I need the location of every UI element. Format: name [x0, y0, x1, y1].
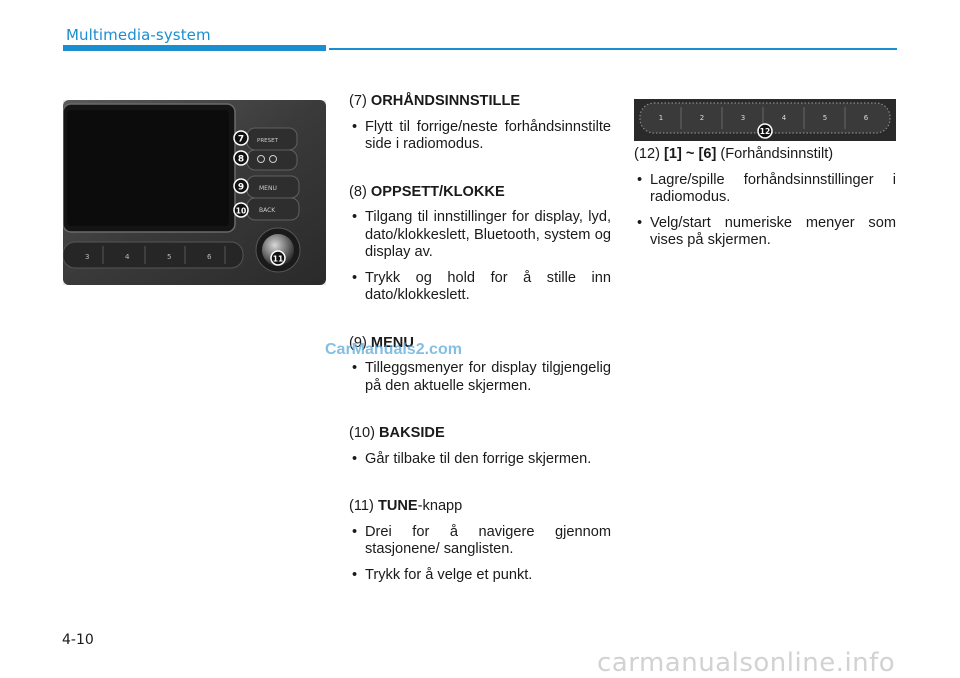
preset-6-label: 6: [864, 114, 869, 122]
preset-label-4: 4: [125, 253, 130, 261]
item-suffix: -knapp: [417, 498, 463, 514]
item-7: (7) ORHÅNDSINNSTILLE Flytt til forrige/n…: [349, 93, 611, 154]
preset-label-5: 5: [167, 253, 171, 261]
callout-12: 12: [760, 127, 770, 136]
item-10: (10) BAKSIDE Går tilbake til den forrige…: [349, 425, 611, 468]
bullet: Trykk for å velge et punkt.: [349, 567, 611, 585]
item-suffix: (Forhåndsinnstilt): [716, 146, 834, 162]
item-12: (12) [1] ~ [6] (Forhåndsinnstilt) Lagre/…: [634, 146, 896, 250]
callout-11: 11: [273, 255, 283, 264]
item-number: (7): [349, 93, 367, 109]
back-button-label: BACK: [259, 207, 276, 214]
items-column-middle: (7) ORHÅNDSINNSTILLE Flytt til forrige/n…: [349, 93, 611, 592]
page-number: 4-10: [62, 632, 94, 648]
item-title: MENU: [370, 334, 414, 351]
preset-buttons-photo: 1 2 3 4 5 6 12: [634, 99, 896, 141]
item-8: (8) OPPSETT/KLOKKE Tilgang til innstilli…: [349, 184, 611, 305]
items-column-right: (12) [1] ~ [6] (Forhåndsinnstilt) Lagre/…: [634, 146, 896, 258]
header-rule-thin: [329, 48, 897, 50]
preset-button-label: PRESET: [257, 138, 279, 144]
menu-button-label: MENU: [259, 185, 277, 192]
preset-3-label: 3: [741, 114, 745, 122]
bullet: Tilleggsmenyer for display tilgjengelig …: [349, 360, 611, 395]
callout-9: 9: [238, 183, 244, 193]
item-title: TUNE: [377, 498, 418, 514]
footer-watermark: carmanualsonline.info: [597, 648, 896, 678]
bullet: Drei for å navigere gjennom stasjonene/ …: [349, 524, 611, 559]
item-title: ORHÅNDSINNSTILLE: [370, 93, 521, 109]
bullet: Lagre/spille forhåndsinnstillinger i rad…: [634, 172, 896, 207]
bullet: Velg/start numeriske menyer som vises på…: [634, 215, 896, 250]
watermark-overlay: CarManuals2.com: [325, 341, 462, 358]
bullet: Flytt til forrige/neste forhåndsinnstilt…: [349, 119, 611, 154]
item-number: (10): [349, 425, 375, 441]
item-title: BAKSIDE: [379, 425, 445, 441]
preset-2-label: 2: [700, 114, 704, 122]
item-11: (11) TUNE-knapp Drei for å navigere gjen…: [349, 498, 611, 584]
preset-label-3: 3: [85, 253, 89, 261]
item-number: (11): [349, 498, 374, 514]
callout-7: 7: [238, 135, 244, 145]
callout-10: 10: [236, 207, 246, 216]
item-number: (12): [634, 146, 660, 162]
section-title: Multimedia-system: [66, 26, 211, 44]
preset-4-label: 4: [782, 114, 787, 122]
item-title: [1] ~ [6]: [664, 146, 717, 162]
preset-label-6: 6: [207, 253, 212, 261]
item-number: (8): [349, 183, 367, 200]
bullet: Går tilbake til den forrige skjermen.: [349, 451, 611, 469]
bullet: Tilgang til innstillinger for display, l…: [349, 209, 611, 262]
preset-1-label: 1: [659, 114, 663, 122]
callout-8: 8: [238, 155, 244, 165]
item-9: (9) MENU Tilleggsmenyer for display tilg…: [349, 335, 611, 396]
preset-5-label: 5: [823, 114, 827, 122]
item-title: OPPSETT/KLOKKE: [370, 183, 505, 200]
header-rule-thick: [63, 45, 326, 51]
head-unit-photo: 3 4 5 6 PRESET MENU BACK 7 8 9 10 11: [63, 100, 326, 285]
bullet: Trykk og hold for å stille inn dato/klok…: [349, 270, 611, 305]
item-number: (9): [349, 334, 367, 351]
